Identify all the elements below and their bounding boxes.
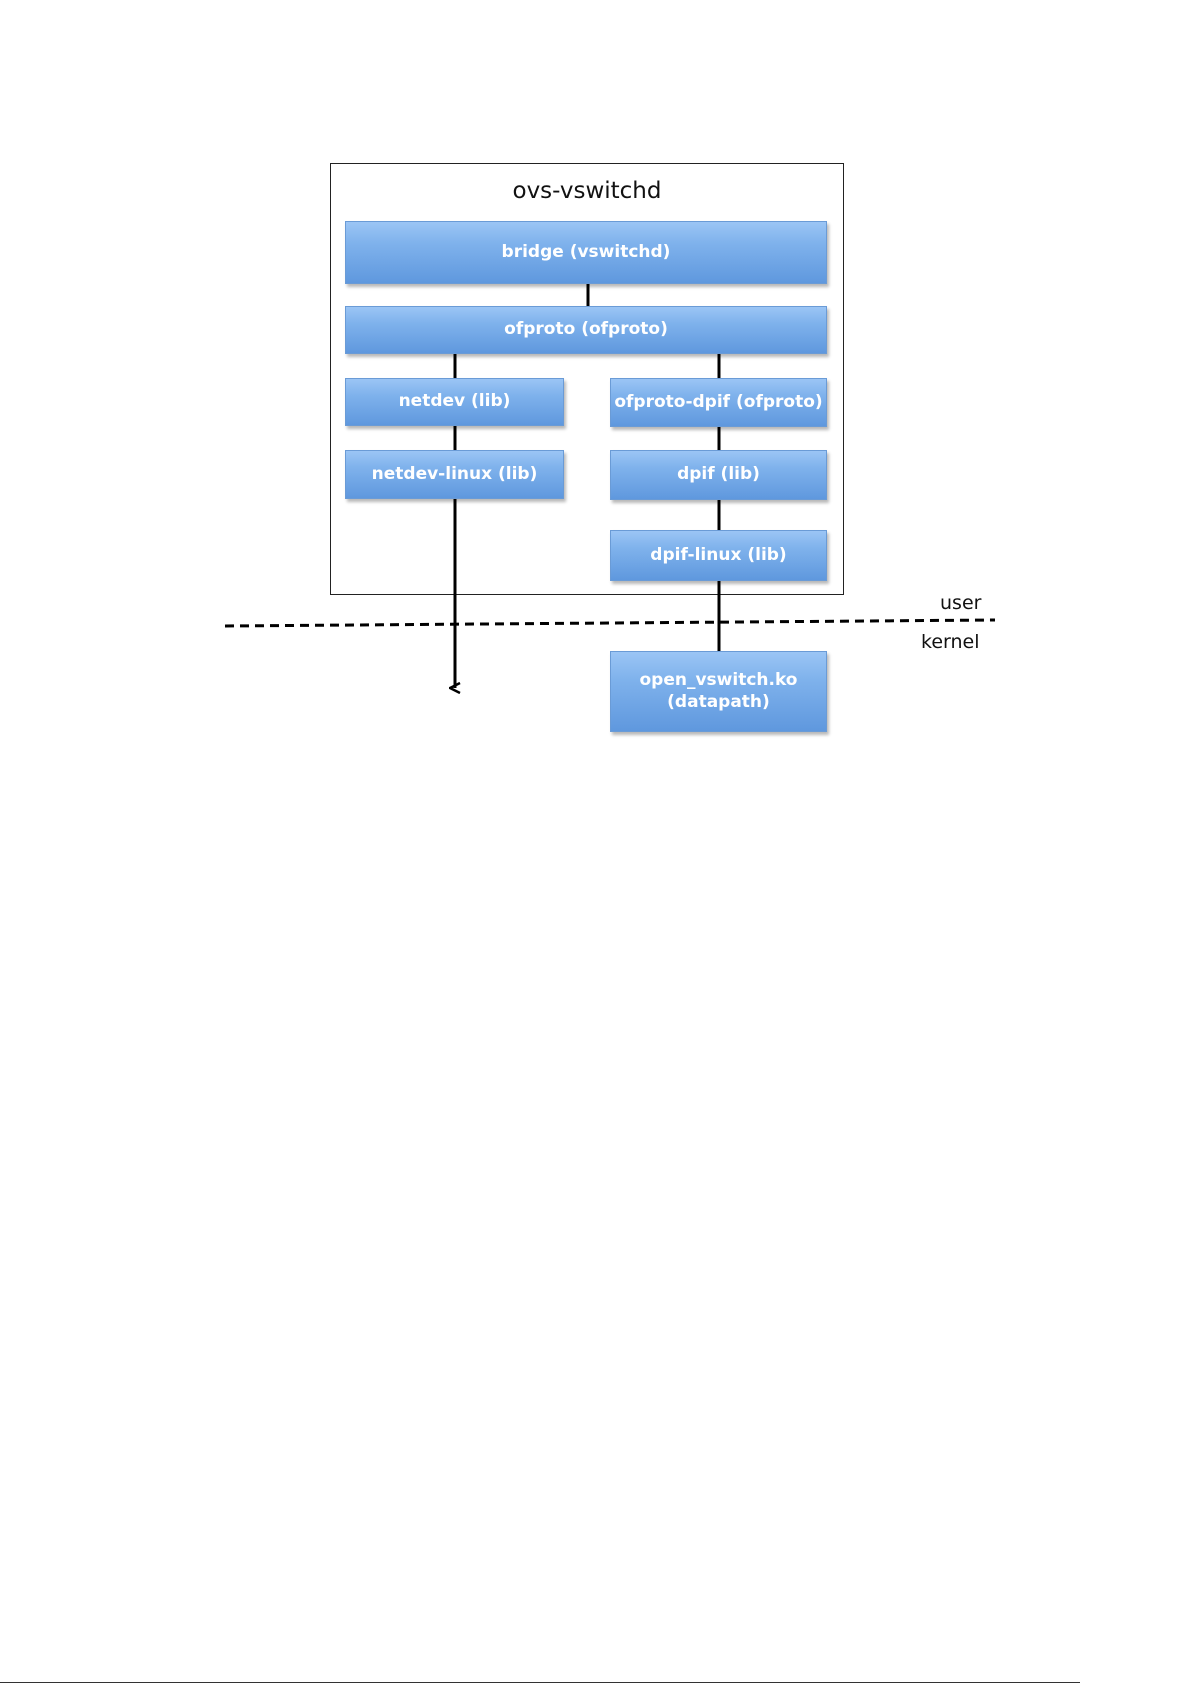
ofproto-box: ofproto (ofproto) — [345, 306, 827, 354]
user-kernel-boundary — [225, 620, 995, 626]
ofproto-dpif-box: ofproto-dpif (ofproto) — [610, 378, 827, 427]
page-bottom-rule — [0, 1682, 1080, 1683]
user-label: user — [940, 592, 981, 614]
kernel-label: kernel — [921, 631, 980, 653]
netdev-box: netdev (lib) — [345, 378, 564, 426]
dpif-linux-box: dpif-linux (lib) — [610, 530, 827, 581]
open-vswitch-datapath-box: open_vswitch.ko (datapath) — [610, 651, 827, 732]
bridge-box: bridge (vswitchd) — [345, 221, 827, 284]
dpif-box: dpif (lib) — [610, 450, 827, 500]
container-title: ovs-vswitchd — [330, 178, 844, 204]
netdev-linux-box: netdev-linux (lib) — [345, 450, 564, 499]
